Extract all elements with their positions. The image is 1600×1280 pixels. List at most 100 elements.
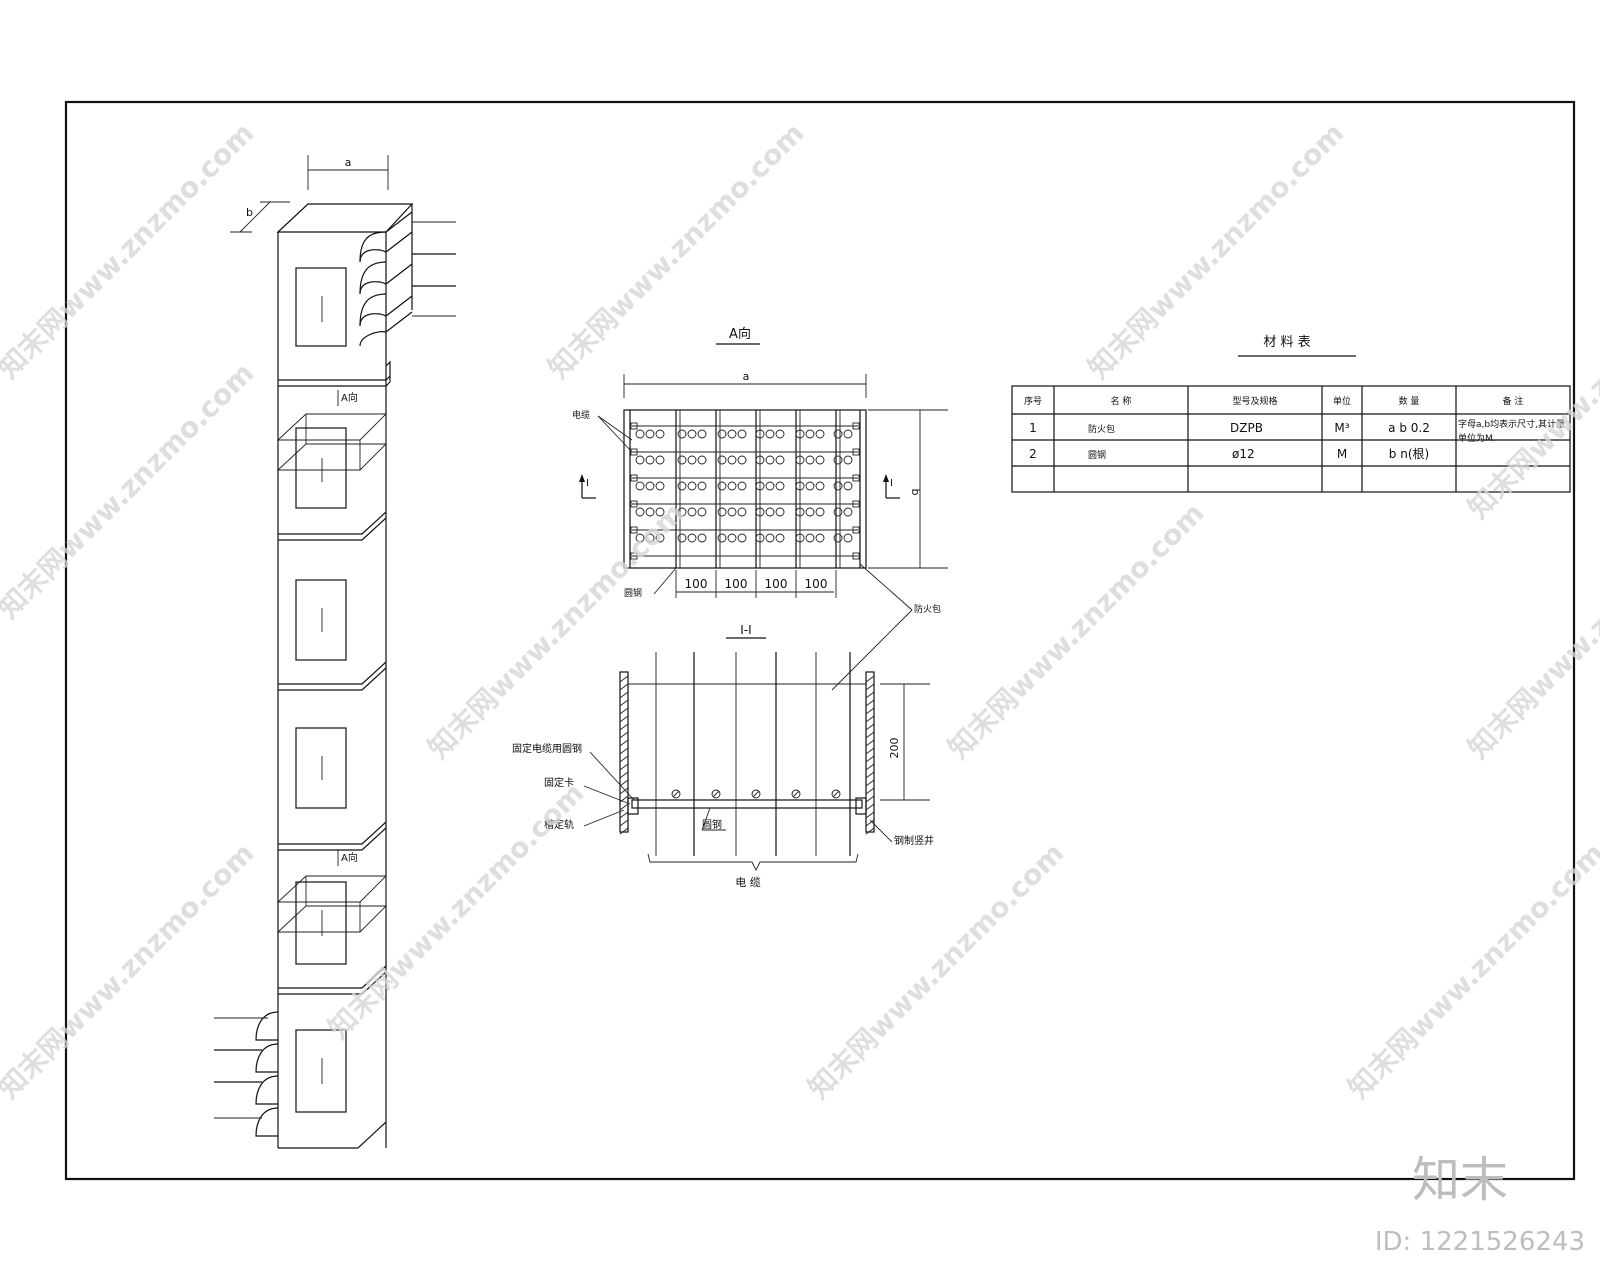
hatch-right-756 [865, 755, 875, 763]
material-table: 材 料 表 序号 名 称 型号及规格 单位 数 量 备 注 1 防火包 DZPB… [1011, 335, 1571, 493]
spacing-label-2: 100 [725, 577, 748, 591]
cable-circle-2 [645, 429, 655, 439]
cable-circle-33 [833, 455, 843, 465]
isometric-shaft-view: a b [214, 155, 456, 1149]
row2-unit: M [1337, 447, 1347, 461]
hatch-right-764 [865, 763, 875, 771]
hatch-left-828 [619, 827, 629, 835]
hatch-left-812 [619, 811, 629, 819]
hatch-right-700 [865, 699, 875, 707]
panel-3 [295, 579, 347, 661]
watermark-11: 知末网www.znzmo.com [1342, 836, 1600, 1105]
cable-circle-56 [687, 507, 697, 517]
cable-circle-45 [765, 481, 775, 491]
cable-circle-3 [655, 429, 665, 439]
cable-circle-21 [677, 455, 687, 465]
fixing-tick-left-6 [630, 552, 638, 560]
cable-circle-37 [655, 481, 665, 491]
panel-2 [295, 427, 347, 509]
cable-circle-42 [727, 481, 737, 491]
cable-circle-57 [697, 507, 707, 517]
cable-circle-69 [635, 533, 645, 543]
cable-circle-46 [775, 481, 785, 491]
cable-circle-9 [737, 429, 747, 439]
cable-circle-48 [805, 481, 815, 491]
view-a-cables [635, 429, 853, 543]
hatch-right-788 [865, 787, 875, 795]
callout-steel: 圆钢 [624, 587, 642, 599]
fixing-tick-left-1 [630, 422, 638, 430]
row1-index: 1 [1029, 421, 1037, 435]
callout-clip: 固定卡 [544, 776, 574, 789]
th-unit: 单位 [1333, 395, 1351, 407]
fixing-tick-right-5 [852, 526, 860, 534]
cable-circle-75 [717, 533, 727, 543]
hatch-left-820 [619, 819, 629, 827]
a-direction-box-upper: A向 [276, 390, 388, 471]
cable-circle-81 [795, 533, 805, 543]
section-cable-label: 电 缆 [735, 876, 761, 889]
hatch-right-684 [865, 683, 875, 691]
section-bolt-2 [711, 789, 721, 799]
watermark-10: 知末网www.znzmo.com [802, 836, 1071, 1105]
cable-circle-85 [843, 533, 853, 543]
hatch-right-692 [865, 691, 875, 699]
cable-circle-19 [645, 455, 655, 465]
cable-circle-14 [805, 429, 815, 439]
hatch-left-692 [619, 691, 629, 699]
section-bolt-1 [671, 789, 681, 799]
fixing-tick-left-5 [630, 526, 638, 534]
cable-circle-79 [765, 533, 775, 543]
hatch-right-780 [865, 779, 875, 787]
spacing-label-4: 100 [805, 577, 828, 591]
row1-qty: a b 0.2 [1388, 421, 1430, 435]
cable-circle-61 [755, 507, 765, 517]
cable-circle-76 [727, 533, 737, 543]
cable-circle-13 [795, 429, 805, 439]
th-remark: 备 注 [1503, 395, 1524, 407]
cable-circle-40 [697, 481, 707, 491]
cable-circle-23 [697, 455, 707, 465]
section-wall-right [865, 671, 875, 833]
th-index: 序号 [1024, 395, 1042, 407]
cable-circle-58 [717, 507, 727, 517]
row1-unit: M³ [1334, 421, 1349, 435]
section-round-steel-bolts [671, 789, 841, 799]
shaft-bottom-side-edge [357, 1121, 387, 1149]
hatch-left-708 [619, 707, 629, 715]
cable-circle-47 [795, 481, 805, 491]
hatch-right-796 [865, 795, 875, 803]
fixing-tick-right-6 [852, 552, 860, 560]
hatch-left-804 [619, 803, 629, 811]
fixing-tick-left-4 [630, 500, 638, 508]
cable-circle-49 [815, 481, 825, 491]
section-bolt-slash-3 [752, 790, 760, 798]
iso-view-a-label-2: A向 [341, 851, 358, 864]
material-table-outline [1011, 385, 1571, 493]
cable-circle-22 [687, 455, 697, 465]
row1-name: 防火包 [1088, 423, 1115, 435]
cable-circle-60 [737, 507, 747, 517]
panel-5 [295, 881, 347, 965]
cable-circle-38 [677, 481, 687, 491]
cable-circle-6 [697, 429, 707, 439]
cable-circle-41 [717, 481, 727, 491]
row1-remark-box: 字母a,b均表示尺寸,其计量单位为M. [1458, 420, 1565, 444]
cable-circle-35 [635, 481, 645, 491]
th-spec: 型号及规格 [1232, 395, 1277, 407]
cable-circle-4 [677, 429, 687, 439]
panel-4 [295, 727, 347, 809]
cable-circle-44 [755, 481, 765, 491]
section-clip-right [855, 797, 867, 815]
cable-circle-34 [843, 455, 853, 465]
cable-circle-36 [645, 481, 655, 491]
drawing-frame [64, 100, 1576, 1181]
watermark-5: 知末网www.znzmo.com [422, 496, 691, 765]
cable-circle-24 [717, 455, 727, 465]
cable-circle-82 [805, 533, 815, 543]
hatch-left-732 [619, 731, 629, 739]
watermark-7: 知末网www.znzmo.com [1462, 496, 1600, 765]
row2-qty: b n(根) [1389, 447, 1429, 461]
cable-circle-80 [775, 533, 785, 543]
section-bolt-5 [831, 789, 841, 799]
